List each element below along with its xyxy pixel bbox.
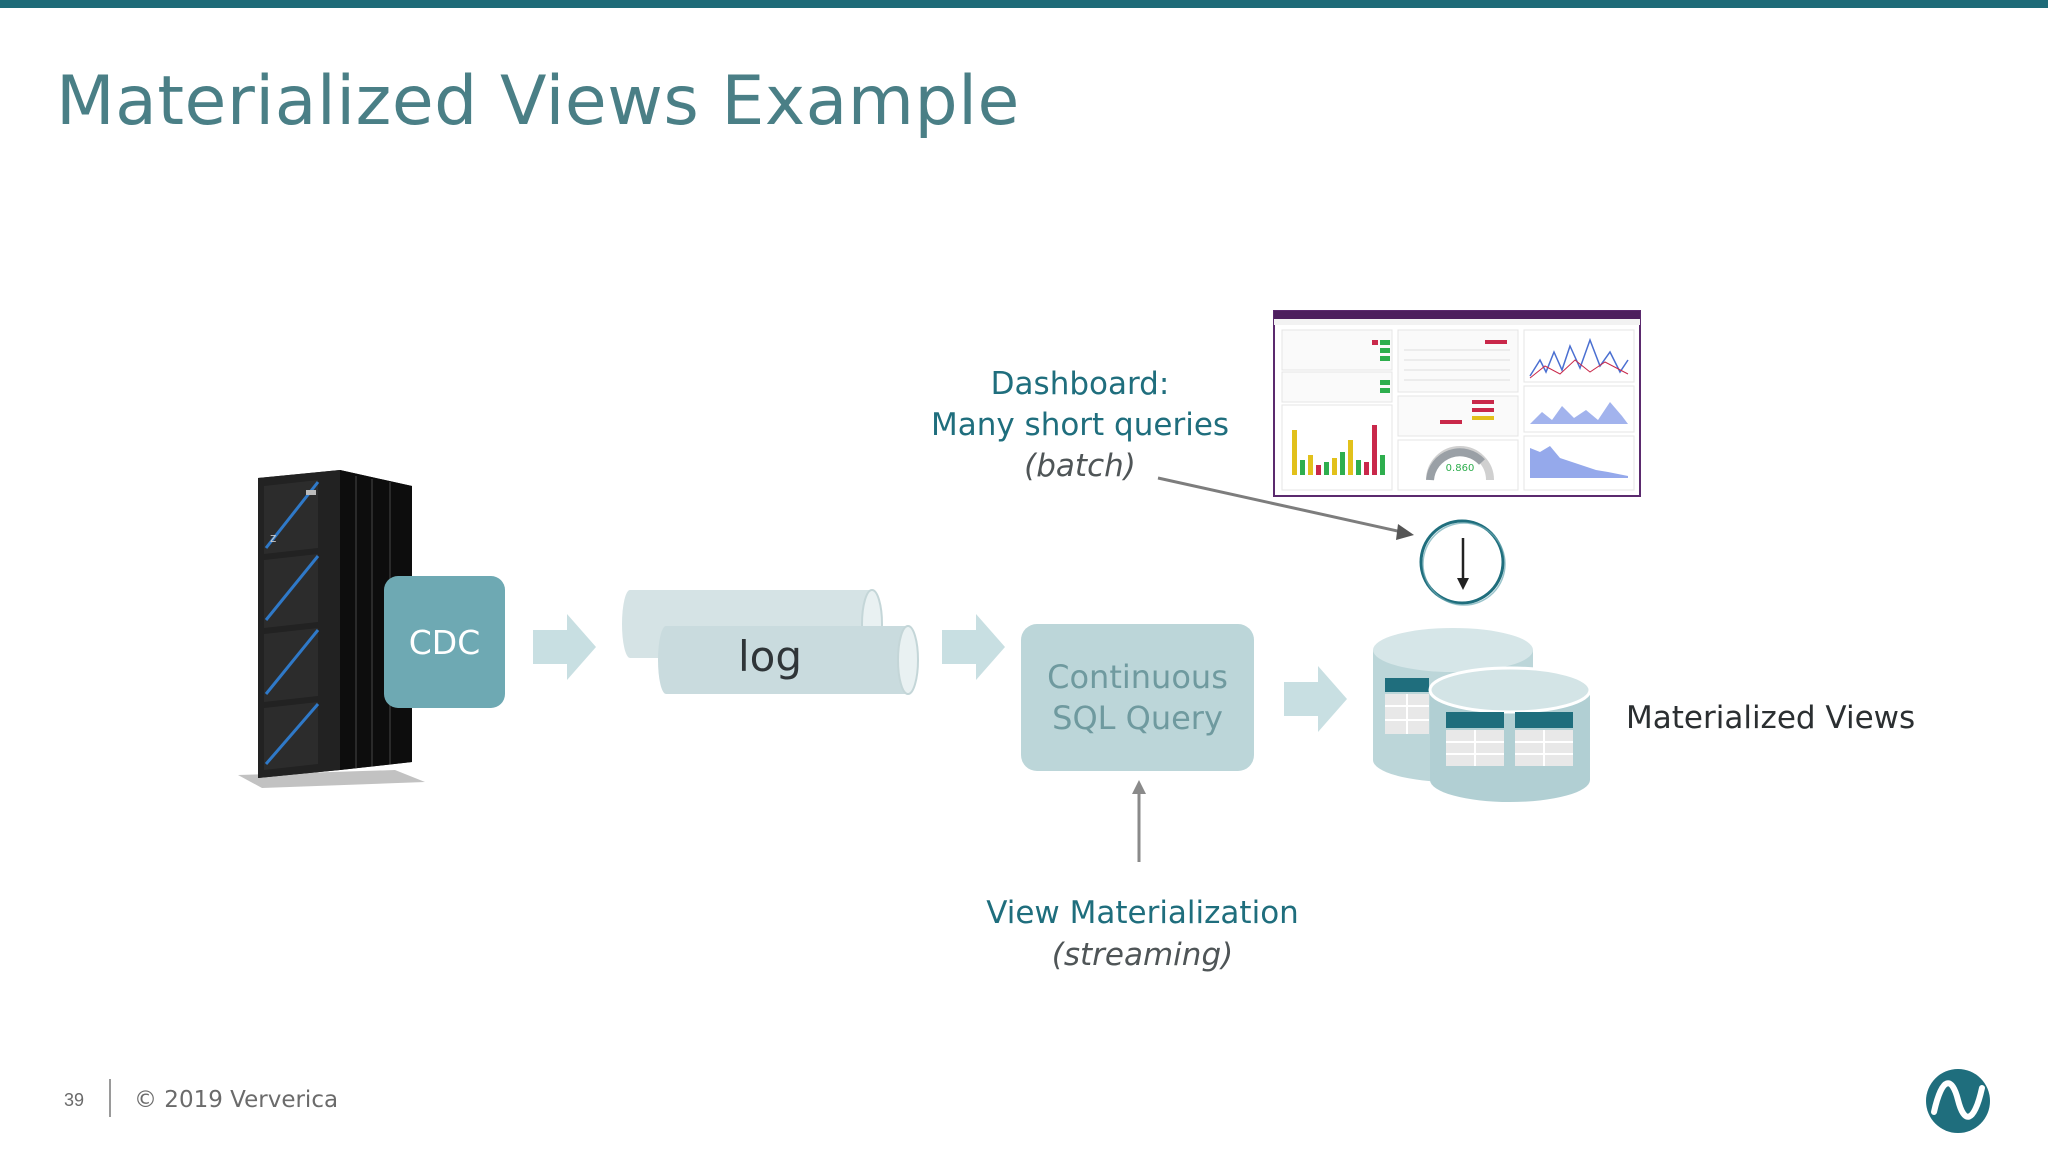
top-accent-bar — [0, 0, 2048, 8]
log-label: log — [737, 632, 803, 681]
dashboard-query-arrow — [1157, 476, 1414, 540]
copyright-text: © 2019 Ververica — [134, 1087, 339, 1113]
continuous-sql-query-box: Continuous SQL Query — [1021, 624, 1254, 771]
materialized-views-database-icon — [1373, 628, 1592, 802]
slide-title: Materialized Views Example — [56, 62, 1020, 141]
dashboard-caption: Dashboard: Many short queries (batch) — [920, 364, 1240, 487]
arrow-query-to-views — [1284, 666, 1347, 732]
query-label-line2: SQL Query — [1052, 698, 1223, 737]
view-materialization-arrow — [1132, 780, 1146, 862]
cdc-label: CDC — [408, 622, 481, 662]
log-cylinder-icon — [622, 589, 919, 695]
arrow-log-to-query — [942, 614, 1005, 680]
page-number: 39 — [64, 1090, 85, 1110]
svg-text:z: z — [270, 531, 276, 545]
view-materialization-line2: (streaming) — [1051, 937, 1234, 973]
arrow-cdc-to-log — [533, 614, 596, 680]
dashboard-screenshot-image: 0.860 — [1273, 310, 1641, 497]
dashboard-caption-line3: (batch) — [1024, 448, 1136, 484]
query-clock-icon — [1419, 519, 1506, 606]
dashboard-caption-line2: Many short queries — [930, 407, 1230, 443]
materialized-views-label: Materialized Views — [1626, 700, 1916, 736]
view-materialization-line1: View Materialization — [986, 895, 1299, 931]
cdc-box: CDC — [384, 576, 505, 708]
footer-divider — [109, 1079, 111, 1117]
gauge-value-text: 0.860 — [1446, 463, 1475, 474]
query-label-line1: Continuous — [1047, 657, 1228, 696]
view-materialization-caption: View Materialization (streaming) — [950, 892, 1335, 976]
dashboard-caption-line1: Dashboard: — [990, 366, 1170, 402]
